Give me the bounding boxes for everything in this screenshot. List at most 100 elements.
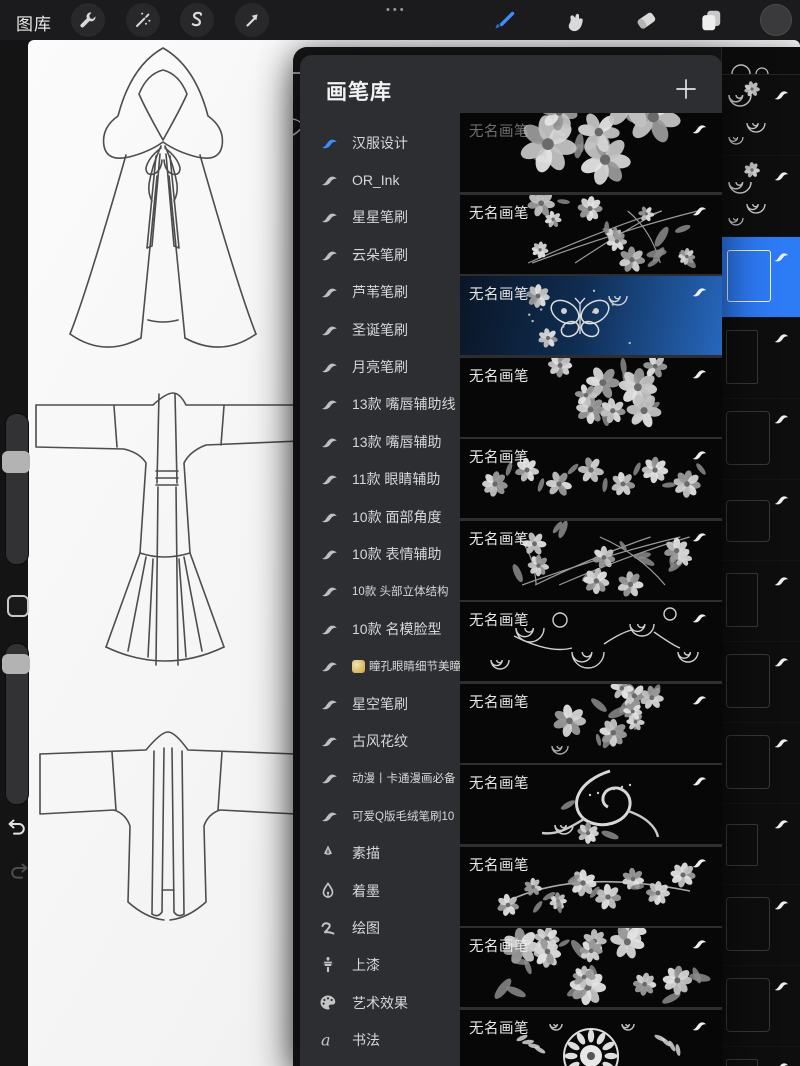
brush-set-item[interactable]: 艺术效果: [300, 984, 460, 1021]
brush-set-item[interactable]: 绘图: [300, 909, 460, 946]
brush-set-label: 上漆: [352, 957, 380, 974]
brush-set-item[interactable]: OR_Ink: [300, 161, 460, 198]
selection-button[interactable]: [180, 3, 214, 37]
brush-set-item[interactable]: 汉服设计: [300, 124, 460, 161]
brush-set-item[interactable]: 动漫丨卡通漫画必备: [300, 760, 460, 797]
brush-set-item[interactable]: 瞳孔眼睛细节美瞳…: [300, 647, 473, 684]
background-brush-list: [721, 47, 800, 1066]
adjustments-button[interactable]: [126, 3, 160, 37]
brush-item[interactable]: 无名画笔: [460, 846, 722, 926]
brush-opacity-handle[interactable]: [2, 654, 30, 674]
background-brush-row[interactable]: [722, 480, 800, 560]
brush-item[interactable]: 无名画笔: [460, 520, 722, 600]
brush-set-label: 10款 面部角度: [352, 508, 442, 525]
brush-set-label: 动漫丨卡通漫画必备: [352, 773, 456, 786]
brush-name-label: 无名画笔: [469, 531, 529, 548]
layers-button[interactable]: [697, 6, 725, 34]
brush-library-panel: 画笔库 汉服设计 OR_Ink 星星笔刷 云朵笔刷 芦苇笔刷 圣诞笔刷 月亮笔刷…: [300, 55, 722, 1066]
brush-size-handle[interactable]: [2, 451, 30, 473]
stroke-swoosh-icon: [318, 321, 340, 339]
background-brush-row[interactable]: [722, 723, 800, 803]
ink-nib-icon: [318, 881, 340, 900]
brush-set-item[interactable]: 月亮笔刷: [300, 348, 460, 385]
brush-set-label: 13款 嘴唇辅助: [352, 433, 442, 450]
brush-preview-image: [490, 607, 699, 670]
brush-set-item[interactable]: 10款 头部立体结构: [300, 573, 460, 610]
brush-item[interactable]: 无名画笔: [460, 194, 722, 274]
background-brush-row[interactable]: [722, 885, 800, 965]
actions-button[interactable]: [71, 3, 105, 37]
paint-tool-button[interactable]: [492, 6, 520, 34]
smudge-icon: [568, 13, 583, 32]
brush-set-item[interactable]: 星空笔刷: [300, 685, 460, 722]
modify-button[interactable]: [7, 595, 29, 617]
brush-set-item[interactable]: 云朵笔刷: [300, 236, 460, 273]
brush-preview-image: [494, 928, 711, 1006]
brush-item[interactable]: 无名画笔: [460, 1009, 722, 1066]
stroke-swoosh-icon: [318, 657, 340, 675]
background-brush-row[interactable]: [722, 318, 800, 398]
top-toolbar: 图库 •••: [0, 0, 800, 40]
brush-set-item[interactable]: 13款 嘴唇辅助线: [300, 386, 460, 423]
brush-preview-image: [551, 683, 664, 755]
brush-set-item[interactable]: 星星笔刷: [300, 199, 460, 236]
background-brush-row[interactable]: [722, 561, 800, 641]
brush-set-item[interactable]: 10款 面部角度: [300, 498, 460, 535]
canvas-drawing-jacket: [39, 731, 297, 921]
brush-preview-image: [497, 862, 696, 916]
brush-set-item[interactable]: 13款 嘴唇辅助: [300, 423, 460, 460]
gallery-button[interactable]: 图库: [16, 15, 52, 34]
brush-item[interactable]: 无名画笔: [460, 357, 722, 437]
brush-set-item[interactable]: 圣诞笔刷: [300, 311, 460, 348]
background-brush-row[interactable]: [722, 642, 800, 722]
transform-icon: [246, 14, 258, 27]
background-brush-row-partial[interactable]: [722, 47, 800, 75]
selection-icon: [191, 11, 203, 27]
brush-set-item[interactable]: 10款 名模脸型: [300, 610, 460, 647]
brush-item[interactable]: 无名画笔: [460, 276, 722, 355]
brush-set-item[interactable]: 11款 眼睛辅助: [300, 461, 460, 498]
transform-button[interactable]: [235, 3, 269, 37]
brush-item[interactable]: 无名画笔: [460, 765, 722, 844]
background-brush-row[interactable]: [722, 75, 800, 155]
brush-size-slider[interactable]: [5, 413, 29, 565]
brush-stroke-icon: [686, 692, 712, 706]
eraser-tool-button[interactable]: [632, 6, 660, 34]
cutoff-preview-frame: [726, 500, 770, 542]
brush-item[interactable]: 无名画笔: [460, 602, 722, 681]
brush-stroke-icon: [686, 447, 712, 461]
background-brush-row[interactable]: [722, 237, 800, 317]
add-brush-button[interactable]: [674, 77, 698, 101]
window-handle[interactable]: •••: [386, 4, 407, 16]
brush-name-label: 无名画笔: [469, 205, 529, 222]
brush-set-item[interactable]: 10款 表情辅助: [300, 535, 460, 572]
background-brush-row[interactable]: [722, 156, 800, 236]
background-brush-row[interactable]: [722, 1047, 800, 1066]
brush-set-label: 汉服设计: [352, 134, 408, 151]
cutoff-preview-frame: [726, 654, 770, 708]
brush-item[interactable]: 无名画笔: [460, 113, 722, 192]
brush-set-item[interactable]: a 书法: [300, 1021, 460, 1058]
background-brush-row[interactable]: [722, 399, 800, 479]
brush-name-label: 无名画笔: [469, 939, 529, 955]
undo-icon[interactable]: [5, 816, 29, 840]
brush-stroke-icon: [768, 330, 792, 343]
wrench-icon: [80, 12, 96, 28]
brush-set-item[interactable]: 素描: [300, 834, 460, 871]
active-color-swatch[interactable]: [760, 4, 792, 36]
brush-name-label: 无名画笔: [469, 613, 529, 629]
brush-set-item[interactable]: 上漆: [300, 947, 460, 984]
brush-stroke-icon: [686, 121, 712, 135]
smudge-tool-button[interactable]: [562, 6, 590, 34]
brush-set-item[interactable]: 着墨: [300, 872, 460, 909]
background-brush-row[interactable]: [722, 966, 800, 1046]
brush-item[interactable]: 无名画笔: [460, 928, 722, 1007]
background-brush-row[interactable]: [722, 804, 800, 884]
brush-set-item[interactable]: 可爱Q版毛绒笔刷10: [300, 797, 460, 834]
brush-item[interactable]: 无名画笔: [460, 439, 722, 518]
brush-set-item[interactable]: 古风花纹: [300, 722, 460, 759]
brush-set-label: 着墨: [352, 882, 380, 899]
brush-item[interactable]: 无名画笔: [460, 683, 722, 763]
brush-set-item[interactable]: 芦苇笔刷: [300, 274, 460, 311]
redo-icon[interactable]: [7, 860, 31, 884]
